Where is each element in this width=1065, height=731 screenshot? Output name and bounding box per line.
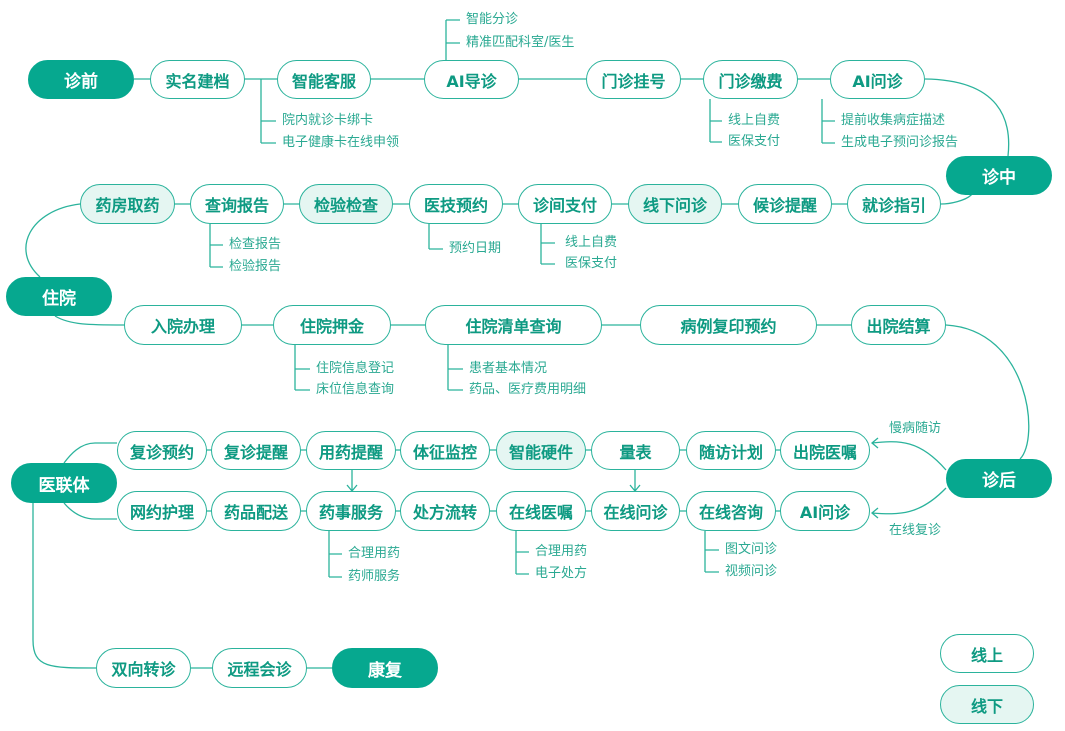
legend-offline: 线下	[940, 685, 1034, 724]
post-label-online-revisit: 在线复诊	[889, 523, 942, 538]
node-revisit-appt[interactable]: 复诊预约	[117, 431, 207, 470]
sub-label: 药师服务	[348, 569, 401, 584]
sub-label: 线上自费	[728, 113, 781, 128]
sub-label: 患者基本情况	[469, 361, 548, 376]
node-real-name[interactable]: 实名建档	[150, 60, 245, 99]
node-pharmacy[interactable]: 药房取药	[80, 184, 175, 224]
sub-label: 合理用药	[348, 546, 401, 561]
sub-label: 药品、医疗费用明细	[469, 382, 587, 397]
node-discharge[interactable]: 出院结算	[851, 305, 946, 345]
node-ai-consult[interactable]: AI问诊	[830, 60, 925, 99]
sub-label: 合理用药	[535, 544, 588, 559]
stage-alliance[interactable]: 医联体	[11, 463, 117, 503]
sub-label: 提前收集病症描述	[841, 113, 946, 128]
sub-label: 医保支付	[565, 256, 618, 271]
node-delivery[interactable]: 药品配送	[211, 491, 301, 531]
node-guidance[interactable]: 就诊指引	[847, 184, 941, 224]
stage-pre-visit[interactable]: 诊前	[28, 60, 134, 99]
node-report[interactable]: 查询报告	[190, 184, 284, 224]
node-pharma-service[interactable]: 药事服务	[306, 491, 396, 531]
node-clinic-pay[interactable]: 诊间支付	[518, 184, 612, 224]
node-scale[interactable]: 量表	[591, 431, 680, 470]
node-exam[interactable]: 检验检查	[299, 184, 393, 224]
node-offline-consult[interactable]: 线下问诊	[628, 184, 722, 224]
sub-label: 视频问诊	[725, 564, 778, 579]
sub-label: 医保支付	[728, 134, 781, 149]
node-ai-guide[interactable]: AI导诊	[424, 60, 519, 99]
node-online-orders[interactable]: 在线医嘱	[496, 491, 586, 531]
node-discharge-orders[interactable]: 出院医嘱	[780, 431, 870, 470]
node-admission[interactable]: 入院办理	[124, 305, 242, 345]
sub-label: 图文问诊	[725, 542, 778, 557]
node-prescription-flow[interactable]: 处方流转	[400, 491, 490, 531]
node-remote-consult[interactable]: 远程会诊	[212, 648, 307, 688]
sub-label: 线上自费	[565, 235, 618, 250]
stage-rehab[interactable]: 康复	[332, 648, 438, 688]
node-revisit-reminder[interactable]: 复诊提醒	[211, 431, 301, 470]
node-ai-consult-post[interactable]: AI问诊	[780, 491, 870, 531]
sub-label: 检查报告	[229, 237, 282, 252]
node-payment[interactable]: 门诊缴费	[703, 60, 798, 99]
node-followup-plan[interactable]: 随访计划	[686, 431, 776, 470]
node-referral[interactable]: 双向转诊	[96, 648, 191, 688]
sub-label: 智能分诊	[466, 12, 519, 27]
sub-label: 住院信息登记	[316, 361, 395, 376]
node-smart-service[interactable]: 智能客服	[277, 60, 371, 99]
node-med-reminder[interactable]: 用药提醒	[306, 431, 396, 470]
node-registration[interactable]: 门诊挂号	[586, 60, 681, 99]
stage-in-visit[interactable]: 诊中	[946, 156, 1052, 195]
sub-label: 生成电子预问诊报告	[841, 135, 959, 150]
node-online-inquiry[interactable]: 在线咨询	[686, 491, 776, 531]
sub-label: 预约日期	[449, 241, 502, 256]
node-deposit[interactable]: 住院押金	[273, 305, 391, 345]
node-vitals[interactable]: 体征监控	[400, 431, 490, 470]
node-smart-hardware[interactable]: 智能硬件	[496, 431, 586, 470]
stage-post-visit[interactable]: 诊后	[946, 459, 1052, 498]
node-record-copy[interactable]: 病例复印预约	[640, 305, 817, 345]
node-wait-reminder[interactable]: 候诊提醒	[738, 184, 832, 224]
node-nursing[interactable]: 网约护理	[117, 491, 207, 531]
sub-label: 电子健康卡在线申领	[282, 135, 400, 150]
sub-label: 院内就诊卡绑卡	[282, 113, 374, 128]
node-online-consult[interactable]: 在线问诊	[591, 491, 680, 531]
node-tech-appt[interactable]: 医技预约	[409, 184, 503, 224]
node-bill-query[interactable]: 住院清单查询	[425, 305, 602, 345]
post-label-chronic: 慢病随访	[889, 421, 942, 436]
sub-label: 精准匹配科室/医生	[466, 35, 575, 50]
sub-label: 床位信息查询	[316, 382, 395, 397]
stage-hospitalization[interactable]: 住院	[6, 277, 112, 316]
sub-label: 电子处方	[535, 566, 588, 581]
legend-online: 线上	[940, 634, 1034, 673]
sub-label: 检验报告	[229, 259, 282, 274]
